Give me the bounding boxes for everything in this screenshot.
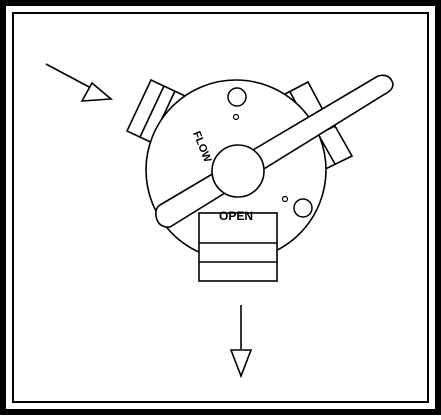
bolt-hole-right [293, 198, 313, 218]
pin-hole-top [232, 113, 240, 121]
arrow-down-icon [229, 305, 253, 379]
open-label: OPEN [219, 209, 253, 223]
inner-border [12, 12, 429, 403]
spindle-hub [211, 144, 265, 198]
bolt-hole-top [227, 87, 247, 107]
lever-handle [155, 74, 394, 228]
bottom-pipe-connector [198, 212, 278, 282]
pin-hole-right [281, 195, 289, 203]
arrow-down-right-icon [45, 63, 114, 102]
